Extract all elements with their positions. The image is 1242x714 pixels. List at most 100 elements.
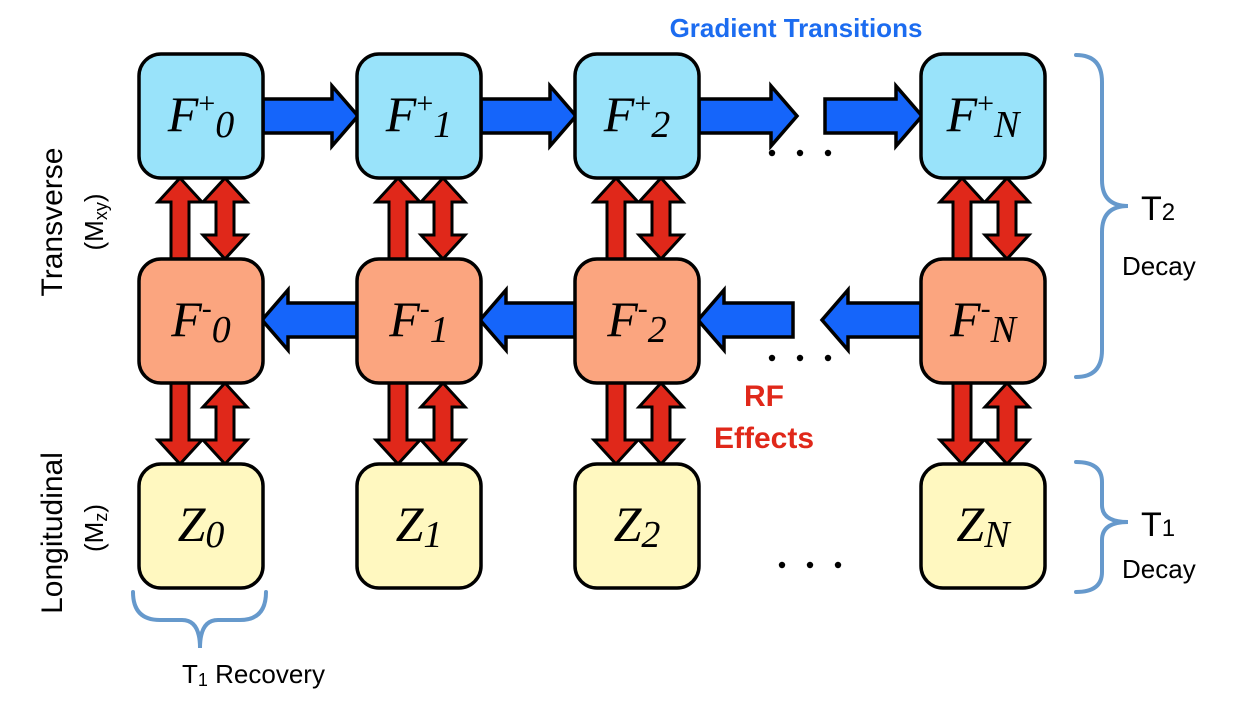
mz-close: ) <box>79 504 109 513</box>
rf-arrow-f-minus-z-2 <box>635 380 687 467</box>
state-base: Z <box>614 496 643 552</box>
recovery-t: T <box>182 659 198 689</box>
ellipsis-z-row <box>778 561 842 569</box>
gradient-arrow-f-plus-1-2 <box>479 81 579 151</box>
ellipsis-dot <box>768 149 776 157</box>
gradient-transitions-label: Gradient Transitions <box>670 13 923 43</box>
state-base: F <box>946 86 978 142</box>
rf-arrow-f-plus-f-minus-1 <box>417 175 469 262</box>
mz-open: (M <box>79 522 109 552</box>
longitudinal-mz-label: (Mz) <box>79 504 111 552</box>
gradient-arrow-f-minus-n-ellipsis <box>819 285 923 355</box>
ellipsis-layer <box>768 149 842 569</box>
state-base: F <box>606 291 638 347</box>
state-subscript: 1 <box>430 309 449 351</box>
state-label: F-N <box>949 291 1019 351</box>
state-box-z-0: Z0 <box>137 462 265 590</box>
state-base: Z <box>396 496 425 552</box>
ellipsis-f-minus-row <box>768 354 832 362</box>
t1-label: T1 <box>1141 506 1175 544</box>
rf-effects-label-line2: Effects <box>714 422 814 455</box>
state-superscript: + <box>977 87 994 120</box>
state-subscript: 2 <box>641 514 660 556</box>
mxy-subscript: xy <box>91 202 111 220</box>
transverse-mxy-label: (Mxy) <box>79 194 111 251</box>
t1-recovery-brace <box>131 590 268 649</box>
longitudinal-mz-text: (Mz) <box>79 504 111 552</box>
state-label: F+0 <box>167 86 234 146</box>
state-subscript: N <box>990 309 1019 351</box>
state-label: F+1 <box>385 86 452 146</box>
longitudinal-label: Longitudinal <box>36 452 69 614</box>
state-superscript: - <box>202 292 212 325</box>
rf-effects-label-line1: RF <box>744 380 784 413</box>
gradient-arrow-f-plus-ellipsis-n <box>823 81 925 151</box>
rf-arrow-f-plus-f-minus-0 <box>199 175 251 262</box>
state-box-bg <box>919 52 1047 180</box>
state-label: F-1 <box>388 291 449 351</box>
state-base: F <box>167 86 199 142</box>
state-box-bg <box>137 462 265 590</box>
t1-main: T <box>1141 506 1162 544</box>
t2-label: T2 <box>1141 190 1175 228</box>
t2-decay-label: Decay <box>1122 251 1196 281</box>
state-label: ZN <box>956 496 1012 556</box>
state-box-f_plus-2: F+2 <box>573 52 701 180</box>
ellipsis-dot <box>824 354 832 362</box>
state-base: F <box>949 291 981 347</box>
state-label: F+N <box>946 86 1022 146</box>
rf-arrow-f-minus-to-f-plus-1 <box>372 175 424 261</box>
state-box-bg <box>137 52 265 180</box>
ellipsis-dot <box>768 354 776 362</box>
state-box-bg <box>573 257 701 385</box>
rf-arrow-f-minus-to-f-plus-N <box>936 175 988 261</box>
rf-arrow-f-minus-to-z-1 <box>372 381 424 467</box>
recovery-text: Recovery <box>208 659 325 689</box>
state-box-bg <box>355 257 483 385</box>
ellipsis-dot <box>778 561 786 569</box>
state-box-bg <box>919 257 1047 385</box>
state-box-f_minus-1: F-1 <box>355 257 483 385</box>
state-box-bg <box>573 52 701 180</box>
rf-arrow-f-minus-to-z-2 <box>590 381 642 467</box>
rf-arrow-f-minus-z-1 <box>417 380 469 467</box>
state-box-f_plus-N: F+N <box>919 52 1047 180</box>
ellipsis-dot <box>824 149 832 157</box>
t2-main: T <box>1141 190 1162 228</box>
state-base: Z <box>178 496 207 552</box>
state-superscript: + <box>416 87 433 120</box>
t1-brace <box>1074 460 1129 594</box>
rf-arrow-f-minus-z-N <box>981 380 1033 467</box>
gradient-arrow-f-minus-ellipsis-2 <box>695 285 795 355</box>
state-subscript: 2 <box>651 104 670 146</box>
ellipsis-dot <box>806 561 814 569</box>
transverse-axis-label: Transverse <box>36 148 69 297</box>
transverse-label: Transverse <box>36 148 69 297</box>
state-box-f_minus-N: F-N <box>919 257 1047 385</box>
ellipsis-f-plus-row <box>768 149 832 157</box>
state-subscript: N <box>983 514 1012 556</box>
transverse-mxy-text: (Mxy) <box>79 194 111 251</box>
ellipsis-dot <box>796 354 804 362</box>
state-box-z-2: Z2 <box>573 462 701 590</box>
state-superscript: - <box>981 292 991 325</box>
rf-arrow-f-minus-z-0 <box>199 380 251 467</box>
state-box-bg <box>355 52 483 180</box>
state-box-f_plus-0: F+0 <box>137 52 265 180</box>
state-base: F <box>170 291 202 347</box>
state-base: F <box>385 86 417 142</box>
rf-arrow-f-minus-to-f-plus-0 <box>154 175 206 261</box>
state-subscript: N <box>993 104 1022 146</box>
gradient-arrow-f-plus-2-ellipsis <box>697 81 800 151</box>
rf-arrow-f-plus-f-minus-N <box>981 175 1033 262</box>
gradient-arrow-f-minus-2-1 <box>477 285 577 355</box>
recovery-subscript: 1 <box>198 670 208 690</box>
gradient-arrow-f-plus-0-1 <box>261 81 361 151</box>
state-subscript: 1 <box>433 104 452 146</box>
t1-decay-label: Decay <box>1122 554 1196 584</box>
state-box-f_minus-0: F-0 <box>137 257 265 385</box>
mxy-open: (M <box>79 220 109 250</box>
state-superscript: + <box>198 87 215 120</box>
ellipsis-dot <box>834 561 842 569</box>
